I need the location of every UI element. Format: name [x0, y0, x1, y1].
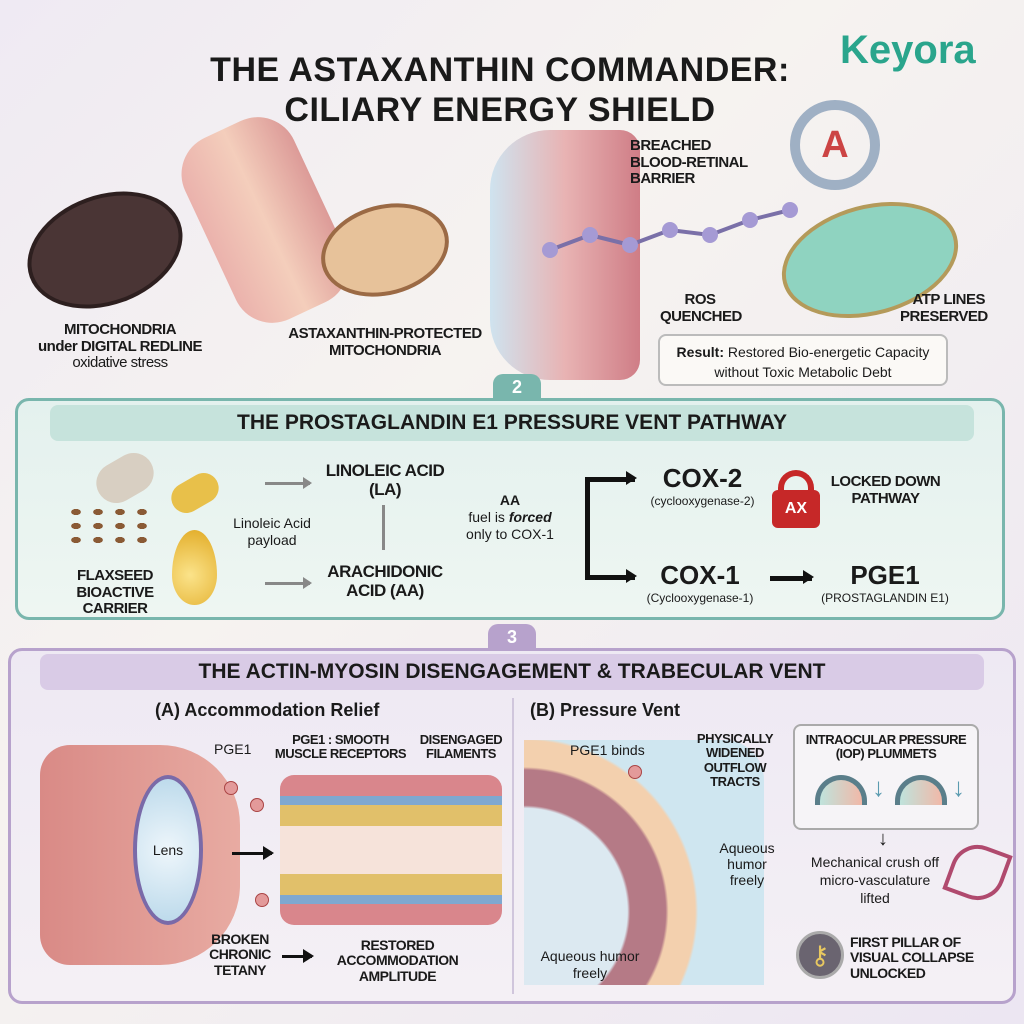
lens-arrow — [232, 846, 274, 860]
pge1-molecule-icon — [628, 765, 642, 779]
flaxseeds-icon — [65, 505, 155, 550]
iop-label: INTRAOCULAR PRESSURE(IOP) PLUMMETS — [805, 732, 967, 762]
trabecular-meshwork-icon — [524, 740, 764, 985]
branch-bracket — [585, 478, 590, 578]
section-2-header: THE PROSTAGLANDIN E1 PRESSURE VENT PATHW… — [50, 405, 974, 441]
page-title-line2: CILIARY ENERGY SHIELD — [284, 91, 716, 129]
lock-shackle-icon — [778, 470, 814, 494]
down-arrow-icon: ↓ — [872, 772, 885, 802]
la-to-aa-arrow — [382, 505, 385, 550]
pge1-binds-label: PGE1 binds — [570, 742, 645, 758]
astaxanthin-molecule-icon — [542, 202, 798, 258]
divider — [512, 698, 514, 994]
section-2-badge: 2 — [493, 374, 541, 400]
iop-box — [793, 724, 979, 830]
lock-icon: AX — [772, 490, 820, 528]
arrow-to-cox1 — [585, 569, 637, 583]
key-icon: A — [790, 100, 880, 190]
accommodation-title: (A) Accommodation Relief — [155, 700, 380, 720]
section-3-header: THE ACTIN-MYOSIN DISENGAGEMENT & TRABECU… — [40, 654, 984, 690]
pge1-molecule-icon — [250, 798, 264, 812]
la-node: LINOLEIC ACID(LA) — [325, 461, 445, 499]
arrow-to-la — [265, 477, 312, 489]
page-title-line1: THE ASTAXANTHIN COMMANDER: — [210, 51, 790, 89]
section-3-badge: 3 — [488, 624, 536, 650]
tetany-arrow — [282, 949, 314, 963]
arrow-to-aa — [265, 577, 312, 589]
pge1-molecule-icon — [255, 893, 269, 907]
pge1-node: PGE1(PROSTAGLANDIN E1) — [821, 560, 949, 605]
oil-drop-icon — [172, 530, 217, 605]
arrow-to-cox2 — [585, 471, 637, 485]
blood-vessel-icon — [490, 130, 640, 380]
logo: Keyora — [840, 28, 976, 72]
pge1-a-label: PGE1 — [214, 741, 252, 757]
down-arrow-icon: ↓ — [952, 772, 965, 802]
cox2-node: COX-2(cyclooxygenase-2) — [650, 463, 755, 508]
pge1-molecule-icon — [224, 781, 238, 795]
gauge-icon — [815, 775, 867, 805]
muscle-fiber-bundle-icon — [280, 775, 502, 925]
key-badge-icon: ⚷ — [796, 931, 844, 979]
pressure-vent-title: (B) Pressure Vent — [530, 700, 681, 720]
arrow-to-pge1 — [770, 570, 814, 584]
muscle-fiber-icon — [168, 104, 362, 336]
lens-icon: Lens — [133, 775, 203, 925]
down-arrow-icon: ↓ — [878, 828, 888, 850]
damaged-mitochondria-icon — [11, 170, 199, 330]
cox1-node: COX-1(Cyclooxygenase-1) — [646, 560, 754, 605]
